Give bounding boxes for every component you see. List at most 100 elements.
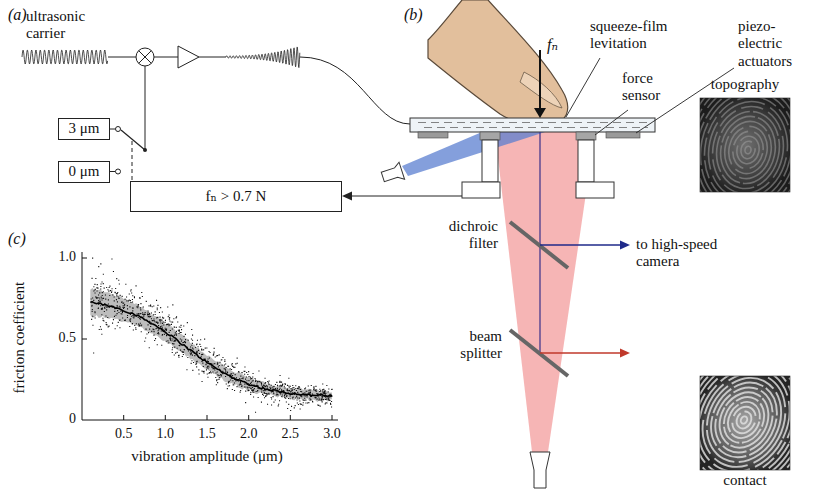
tick-label: 0 (36, 411, 76, 427)
fingerprint-ridge (700, 376, 790, 470)
box-text: fₙ > 0.7 N (206, 188, 267, 205)
fingerprint-ridge (700, 98, 790, 192)
air-film (418, 122, 648, 123)
fingerprint-ridge (700, 98, 790, 192)
fingerprint-ridge (700, 98, 790, 192)
wire (154, 57, 178, 58)
tick-label: 0.5 (108, 426, 140, 442)
red-beam (495, 132, 595, 452)
y-axis (82, 252, 83, 420)
fingerprint-ridge (700, 98, 790, 192)
fingerprint-ridge (700, 98, 790, 192)
air-film (424, 127, 648, 128)
image-frame (700, 376, 790, 470)
image-caption: contact (695, 472, 795, 489)
fingerprint-ridge (700, 98, 790, 192)
fingerprint-ridge (700, 98, 790, 192)
tick (248, 415, 249, 420)
fingerprint-ridge (700, 98, 790, 192)
multiplier (136, 48, 154, 66)
box-text: 0 μm (69, 163, 100, 180)
wire (199, 57, 226, 58)
panel-label: (b) (404, 6, 434, 24)
fingerprint-ridge (710, 384, 778, 456)
tick (165, 415, 166, 420)
tick-label: 0.5 (36, 330, 76, 346)
axis-title: friction coefficient (11, 268, 28, 408)
blue-arrowhead (620, 241, 630, 250)
led (380, 162, 405, 185)
fingerprint-ridge (700, 376, 790, 470)
optical-axis (539, 132, 540, 353)
force-sensor (480, 132, 500, 140)
fingerprint-ridge (700, 376, 790, 470)
fingerprint-ridge (700, 376, 790, 470)
tick-label: 1.0 (36, 249, 76, 265)
panel-label: (c) (8, 230, 38, 248)
multiplier (139, 51, 152, 64)
multiplier (139, 51, 152, 64)
base (576, 182, 614, 198)
switch-contact (116, 127, 121, 132)
fingerprint-ridge (700, 98, 790, 192)
mount (482, 140, 498, 182)
red-arrowhead (620, 349, 630, 358)
tick (82, 339, 87, 340)
force-sensor (576, 132, 596, 140)
fingerprint-ridge (700, 98, 790, 192)
fingerprint-ridge (744, 146, 751, 155)
wire (108, 57, 136, 58)
value-box: fₙ > 0.7 N (130, 181, 342, 212)
force-arrow (539, 50, 541, 110)
callout-label: beam splitter (436, 328, 502, 363)
tick-label: 2.5 (274, 426, 306, 442)
tick-label: 2.0 (233, 426, 265, 442)
spread-band (90, 288, 332, 402)
value-box: 0 μm (58, 161, 110, 183)
image-caption: topography (695, 76, 795, 93)
contact-image (700, 376, 790, 470)
fingerprint-ridge (700, 376, 790, 470)
finger (428, 0, 568, 126)
data-points (91, 258, 333, 413)
blue-arrow (540, 244, 622, 246)
wire (110, 129, 116, 130)
fingerprint-ridge (700, 376, 790, 470)
tick (123, 415, 124, 420)
fingerprint-ridge (700, 376, 790, 470)
leader-line (566, 58, 600, 117)
fingerprint-ridge (700, 98, 790, 192)
callout-label: piezo-electric actuators (738, 18, 810, 70)
mean-line (90, 302, 332, 397)
modulated-wave (226, 47, 300, 68)
tick-label: 3.0 (316, 426, 348, 442)
topography-image (700, 98, 790, 192)
fingerprint-ridge (728, 403, 760, 438)
red-arrow (540, 352, 622, 354)
callout-label: to high-speed camera (636, 236, 736, 271)
fingerprint-ridge (700, 376, 790, 470)
callout-label: squeeze-film levitation (590, 18, 694, 53)
fingerprint-ridge (700, 98, 790, 192)
force-arrowhead (534, 108, 546, 118)
fingerprint-ridge (700, 376, 790, 470)
fingerprint-ridge (700, 376, 790, 470)
force-label: fₙ (547, 36, 571, 54)
tick-label: 1.5 (191, 426, 223, 442)
chart-data (90, 258, 332, 413)
base (462, 182, 500, 198)
piezo-actuator (606, 132, 640, 138)
image-frame (700, 98, 790, 192)
fingerprint-ridge (734, 134, 761, 166)
callout-label: force sensor (622, 70, 676, 105)
signal-label: ultrasonic carrier (26, 8, 108, 43)
fingerprint-ridge (739, 140, 756, 160)
tick (332, 415, 333, 420)
switch-blade (121, 130, 145, 150)
control-line (132, 141, 133, 181)
switch-contact (116, 169, 121, 174)
fingerprint-ridge (700, 376, 790, 470)
callout-label: dichroic filter (436, 218, 498, 253)
lamp (530, 452, 550, 488)
